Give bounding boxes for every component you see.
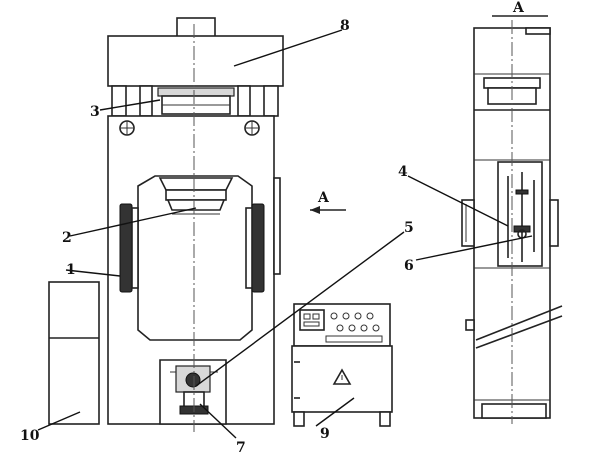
callout-5: 5 [404, 220, 414, 236]
view-arrow-a: A [310, 190, 346, 214]
callout-6: 6 [404, 258, 414, 274]
leader-lines [37, 29, 533, 439]
callout-3: 3 [90, 104, 100, 120]
callout-8: 8 [340, 18, 350, 34]
frame-bolts [119, 120, 260, 136]
ram [158, 177, 234, 215]
side-view-a [461, 20, 563, 424]
lower-mechanism [159, 359, 227, 425]
callout-2: 2 [62, 230, 72, 246]
front-view [107, 17, 284, 432]
callout-1: 1 [66, 262, 76, 278]
section-mark-label: A [512, 0, 525, 16]
top-beam [107, 35, 284, 87]
frame-window [137, 175, 253, 341]
side-cylinders [119, 203, 265, 293]
upper-columns [111, 85, 279, 117]
callout-10: 10 [20, 428, 40, 444]
top-cap [176, 17, 216, 39]
view-arrow-label: A [317, 190, 330, 206]
callout-4: 4 [398, 164, 408, 180]
section-mark-a: A [492, 0, 548, 17]
callout-7: 7 [236, 440, 246, 456]
warning-triangle-icon [332, 368, 352, 385]
control-cabinet-9 [291, 303, 393, 427]
callout-numbers: 1 2 3 4 5 6 7 8 9 10 [20, 18, 414, 456]
cabinet-10 [48, 281, 100, 425]
callout-9: 9 [320, 426, 330, 442]
